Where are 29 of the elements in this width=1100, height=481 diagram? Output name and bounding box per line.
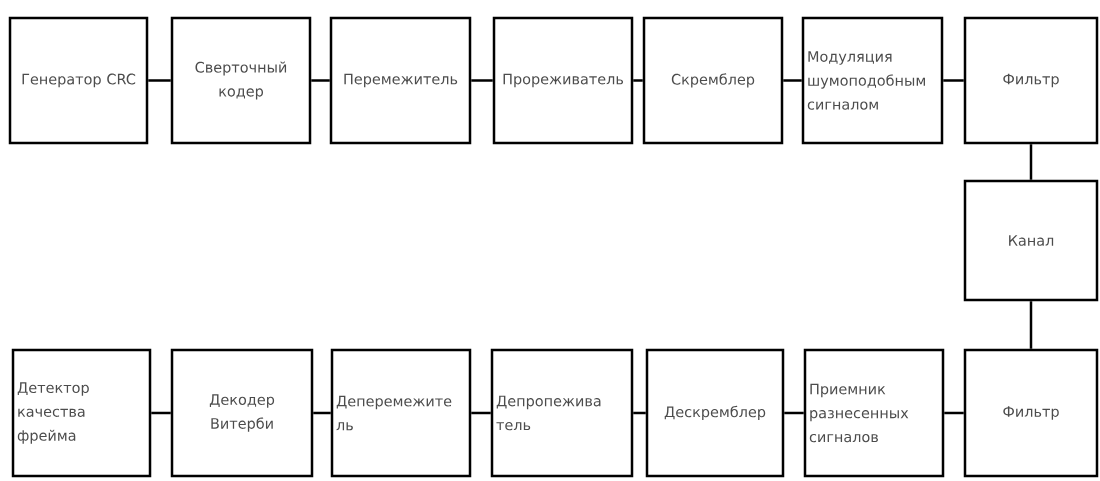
connector-line <box>311 79 330 82</box>
process-box: Канал <box>963 179 1099 302</box>
connector-line <box>943 79 964 82</box>
process-box: Дескремблер <box>645 348 785 478</box>
process-box: Модуляция шумоподобным сигналом <box>801 16 944 145</box>
process-box: Декодер Витерби <box>170 348 314 478</box>
connector-line <box>783 79 802 82</box>
connector-line <box>471 79 493 82</box>
process-box: Детектор качества фрейма <box>11 348 152 478</box>
process-box: Скремблер <box>642 16 784 145</box>
connector-line <box>633 79 643 82</box>
connector-line <box>1029 144 1033 180</box>
process-box: Деперемежите ль <box>330 348 472 478</box>
connector-line <box>784 411 804 415</box>
process-box: Сверточный кодер <box>170 16 312 145</box>
process-box: Прореживатель <box>492 16 634 145</box>
connector-line <box>471 411 491 415</box>
process-box: Фильтр <box>963 348 1099 478</box>
process-box: Перемежитель <box>329 16 472 145</box>
process-box: Депропежива тель <box>490 348 634 478</box>
connector-line <box>944 411 964 415</box>
connector-line <box>1029 301 1033 349</box>
connector-line <box>313 411 331 415</box>
process-box: Генератор CRC <box>8 16 149 145</box>
connector-line <box>151 411 171 415</box>
process-box: Приемник разнесенных сигналов <box>803 348 945 478</box>
process-box: Фильтр <box>963 16 1099 145</box>
connector-line <box>148 79 171 82</box>
connector-line <box>633 411 646 415</box>
